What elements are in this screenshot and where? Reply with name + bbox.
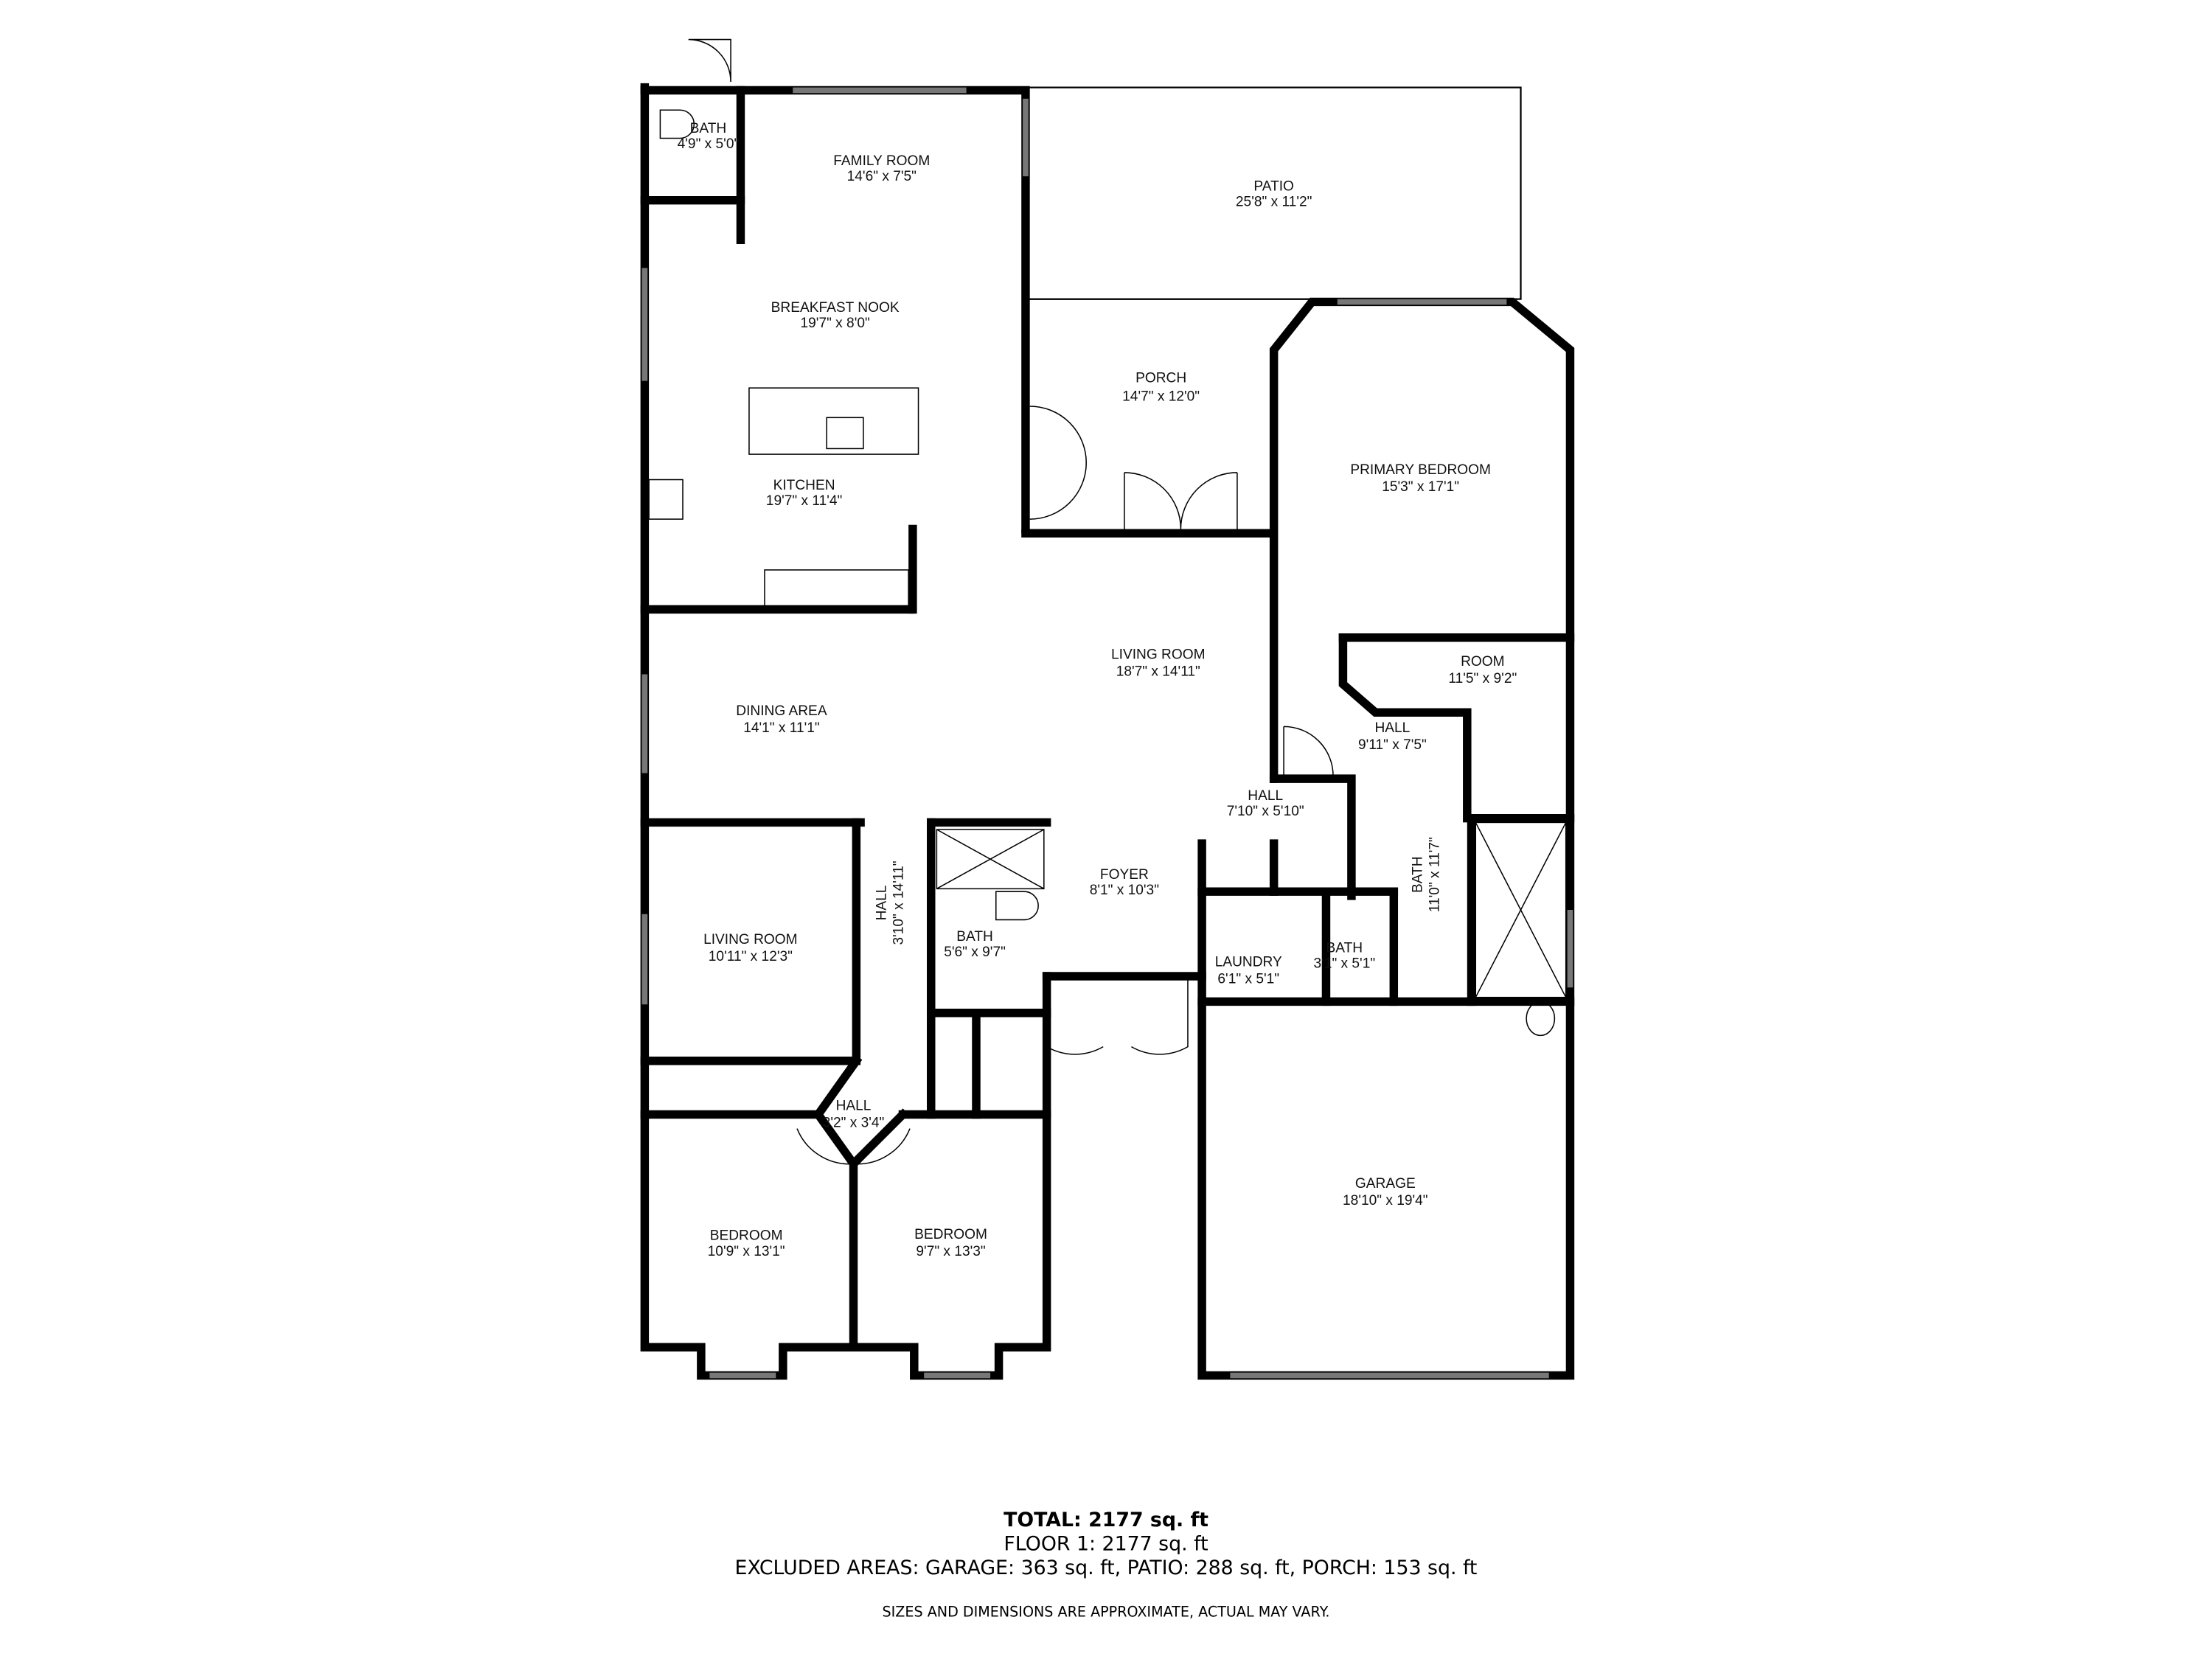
room-name: DINING AREA — [736, 703, 827, 719]
door-icon — [1283, 726, 1334, 776]
room-dims: 19'7" x 8'0" — [801, 316, 870, 331]
toilet-icon — [659, 109, 695, 139]
room-dims: 14'7" x 12'0" — [1122, 389, 1200, 404]
fixtures — [648, 38, 1567, 1165]
room-name: BATH — [1411, 856, 1426, 893]
room-dims: 9'11" x 7'5" — [1358, 737, 1427, 753]
room-name: PATIO — [1253, 178, 1294, 194]
room-dims: 15'3" x 17'1" — [1382, 479, 1459, 495]
bedroom-door-icon — [796, 1128, 911, 1165]
room-dims: 10'11" x 12'3" — [709, 949, 793, 964]
room-name: BATH — [1326, 940, 1363, 956]
room-name: BEDROOM — [914, 1227, 987, 1242]
windows — [641, 87, 1573, 1379]
room-dims: 3'1" x 5'1" — [1314, 956, 1376, 971]
toilet-icon — [995, 891, 1039, 921]
room-dims: 3'10" x 14'11" — [891, 860, 906, 945]
room-name: GARAGE — [1355, 1176, 1416, 1192]
room-name: HALL — [1374, 720, 1410, 736]
room-name: HALL — [1248, 788, 1283, 804]
kitchen-island — [748, 387, 919, 455]
excluded-areas: EXCLUDED AREAS: GARAGE: 363 sq. ft, PATI… — [735, 1557, 1478, 1579]
room-dims: 6'1" x 5'1" — [1217, 972, 1279, 987]
room-name: PRIMARY BEDROOM — [1350, 462, 1491, 478]
room-dims: 14'1" x 11'1" — [743, 720, 819, 736]
room-name: PORCH — [1135, 370, 1186, 386]
room-dims: 3'2" x 3'4" — [823, 1116, 885, 1131]
room-dims: 25'8" x 11'2" — [1236, 194, 1312, 209]
room-name: LIVING ROOM — [1111, 647, 1206, 662]
room-name: BATH — [956, 929, 993, 945]
room-dims: 4'9" x 5'0" — [678, 136, 740, 152]
room-name: BEDROOM — [710, 1228, 783, 1244]
room-dims: 11'5" x 9'2" — [1448, 671, 1517, 686]
exterior-door-icon — [688, 38, 731, 82]
room-dims: 5'6" x 9'7" — [944, 945, 1006, 960]
room-dims: 18'10" x 19'4" — [1343, 1193, 1428, 1208]
room-name: ROOM — [1461, 654, 1504, 669]
total-area: TOTAL: 2177 sq. ft — [1004, 1509, 1208, 1531]
room-name: LAUNDRY — [1215, 955, 1282, 970]
room-name: FAMILY ROOM — [833, 153, 930, 169]
room-dims: 9'7" x 13'3" — [916, 1244, 985, 1259]
patio-outline — [1025, 86, 1522, 300]
stove-icon — [648, 479, 684, 520]
floor-area: FLOOR 1: 2177 sq. ft — [1004, 1533, 1208, 1556]
porch-side-door-icon — [1029, 406, 1087, 520]
room-labels: BATH 4'9" x 5'0" FAMILY ROOM 14'6" x 7'5… — [678, 121, 1517, 1259]
room-dims: 14'6" x 7'5" — [847, 169, 917, 184]
disclaimer: SIZES AND DIMENSIONS ARE APPROXIMATE, AC… — [883, 1604, 1330, 1621]
shower-icon — [1475, 821, 1567, 998]
room-name: BREAKFAST NOOK — [771, 300, 900, 316]
shower-icon — [936, 829, 1045, 890]
water-heater-icon — [1526, 1001, 1556, 1037]
porch-door-icon — [1124, 472, 1238, 537]
room-name: HALL — [874, 886, 890, 921]
room-name: KITCHEN — [773, 478, 835, 493]
room-dims: 10'9" x 13'1" — [708, 1244, 785, 1259]
room-dims: 11'0" x 11'7" — [1427, 837, 1443, 912]
entry-door-icon — [1046, 975, 1189, 1055]
room-dims: 7'10" x 5'10" — [1227, 804, 1304, 819]
room-dims: 19'7" x 11'4" — [766, 493, 842, 509]
counter — [764, 569, 909, 609]
room-name: LIVING ROOM — [703, 932, 798, 947]
room-name: BATH — [690, 121, 727, 136]
kitchen-sink-icon — [826, 417, 864, 450]
area-summary: TOTAL: 2177 sq. ft FLOOR 1: 2177 sq. ft … — [735, 1509, 1478, 1620]
room-dims: 18'7" x 14'11" — [1116, 664, 1200, 679]
room-dims: 8'1" x 10'3" — [1090, 883, 1159, 898]
room-name: FOYER — [1100, 867, 1149, 883]
room-name: HALL — [836, 1099, 872, 1114]
